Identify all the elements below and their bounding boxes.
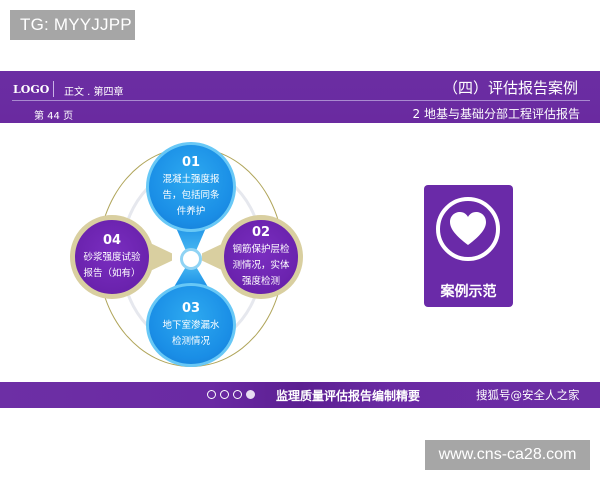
header-divider bbox=[12, 100, 590, 101]
item-text: 检测情况 bbox=[171, 336, 210, 347]
item-text: 砂浆强度试验 bbox=[83, 252, 141, 263]
item-number: 02 bbox=[251, 225, 271, 240]
diagram-item-01: 01 混凝土强度报 告，包括同条 件养护 bbox=[146, 142, 236, 232]
section-subtitle: 2 地基与基础分部工程评估报告 bbox=[412, 107, 580, 121]
case-example-card: 案例示范 bbox=[424, 185, 513, 307]
diagram-item-03: 03 地下室渗漏水 检测情况 bbox=[146, 283, 236, 367]
case-label: 案例示范 bbox=[440, 284, 497, 300]
pagination-dots bbox=[207, 390, 255, 399]
heart-ring bbox=[436, 197, 500, 261]
page-number: 第 44 页 bbox=[34, 111, 74, 122]
item-text: 报告（如有） bbox=[83, 268, 141, 279]
four-item-diagram: 01 混凝土强度报 告，包括同条 件养护 02 钢筋保护层检 测情况，实体 强度… bbox=[60, 135, 320, 375]
pagination-dot-2[interactable] bbox=[220, 390, 229, 399]
pagination-dot-3[interactable] bbox=[233, 390, 242, 399]
item-number: 01 bbox=[181, 155, 201, 170]
item-number: 03 bbox=[181, 301, 201, 316]
logo-separator bbox=[53, 81, 54, 97]
slide-footer: 监理质量评估报告编制精要 搜狐号@安全人之家 bbox=[0, 382, 600, 408]
pagination-dot-1[interactable] bbox=[207, 390, 216, 399]
slide-header: LOGO 正文 . 第四章 第 44 页 （四）评估报告案例 2 地基与基础分部… bbox=[0, 71, 600, 123]
heart-icon bbox=[450, 212, 486, 245]
item-text: 告，包括同条 bbox=[162, 190, 220, 201]
item-number: 04 bbox=[102, 233, 122, 248]
footer-title: 监理质量评估报告编制精要 bbox=[276, 389, 421, 403]
item-text: 件养护 bbox=[176, 206, 206, 217]
tg-badge: TG: MYYJJPP bbox=[10, 10, 135, 40]
chapter-label: 正文 . 第四章 bbox=[64, 87, 124, 98]
logo: LOGO bbox=[13, 83, 50, 96]
diagram-item-02: 02 钢筋保护层检 测情况，实体 强度检测 bbox=[219, 215, 303, 299]
section-title: （四）评估报告案例 bbox=[442, 79, 578, 97]
item-text: 混凝土强度报 bbox=[162, 174, 220, 185]
diagram-item-04: 04 砂浆强度试验 报告（如有） bbox=[70, 215, 154, 299]
center-dot bbox=[180, 248, 202, 270]
pagination-dot-4[interactable] bbox=[246, 390, 255, 399]
item-text: 测情况，实体 bbox=[232, 260, 290, 271]
watermark: www.cns-ca28.com bbox=[425, 440, 590, 470]
item-text: 地下室渗漏水 bbox=[162, 320, 220, 331]
footer-source: 搜狐号@安全人之家 bbox=[476, 388, 580, 402]
item-text: 强度检测 bbox=[241, 276, 280, 287]
item-text: 钢筋保护层检 bbox=[232, 244, 290, 255]
